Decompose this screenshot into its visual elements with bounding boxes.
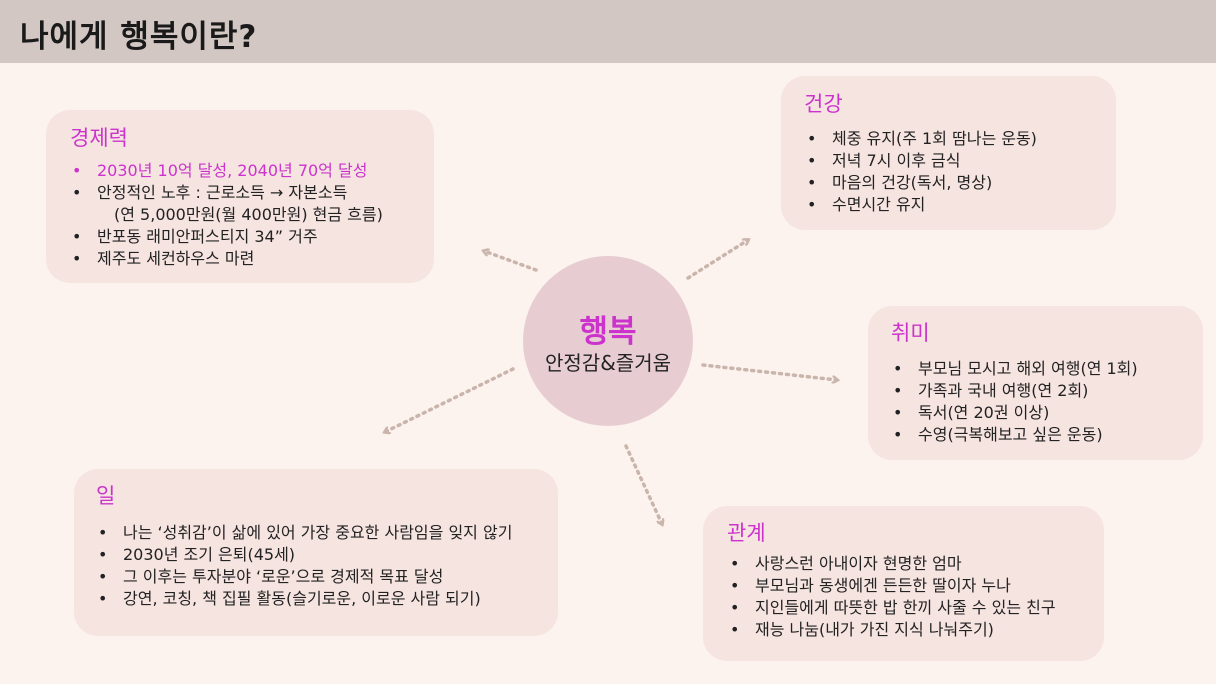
card-list-relation: 사랑스런 아내이자 현명한 엄마 부모님과 동생에겐 든든한 딸이자 누나 지인… [728, 553, 1098, 641]
card-relation: 관계 사랑스런 아내이자 현명한 엄마 부모님과 동생에겐 든든한 딸이자 누나… [703, 506, 1104, 661]
card-economy: 경제력 2030년 10억 달성, 2040년 70억 달성 안정적인 노후 :… [46, 110, 434, 283]
center-subtitle: 안정감&즐거움 [545, 351, 671, 375]
list-item: 수영(극복해보고 싶은 운동) [891, 424, 1201, 446]
center-title: 행복 [579, 314, 637, 350]
card-hobby: 취미 부모님 모시고 해외 여행(연 1회) 가족과 국내 여행(연 2회) 독… [868, 306, 1203, 460]
list-item: 독서(연 20권 이상) [891, 402, 1201, 424]
arrow-to-economy [484, 251, 538, 272]
list-item: 부모님 모시고 해외 여행(연 1회) [891, 358, 1201, 380]
list-item: 수면시간 유지 [805, 194, 1110, 216]
list-item: 강연, 코칭, 책 집필 활동(슬기로운, 이로운 사람 되기) [96, 588, 551, 610]
list-item: 안정적인 노후 : 근로소득 → 자본소득 [70, 182, 430, 204]
list-item: 2030년 10억 달성, 2040년 70억 달성 [70, 160, 430, 182]
arrow-to-relation [624, 444, 662, 524]
arrow-to-hobby [701, 363, 837, 380]
list-item: 반포동 래미안퍼스티지 34” 거주 [70, 226, 430, 248]
card-health: 건강 체중 유지(주 1회 땀나는 운동) 저녁 7시 이후 금식 마음의 건강… [781, 76, 1116, 230]
list-item: 재능 나눔(내가 가진 지식 나눠주기) [728, 619, 1098, 641]
card-title-relation: 관계 [727, 521, 766, 545]
page-title: 나에게 행복이란? [20, 19, 258, 55]
card-list-economy: 2030년 10억 달성, 2040년 70억 달성 안정적인 노후 : 근로소… [70, 160, 430, 270]
list-item: (연 5,000만원(월 400만원) 현금 흐름) [114, 205, 383, 224]
list-item: 그 이후는 투자분야 ‘로운’으로 경제적 목표 달성 [96, 566, 551, 588]
card-title-work: 일 [96, 484, 116, 508]
list-item: 나는 ‘성취감’이 삶에 있어 가장 중요한 사람임을 잊지 않기 [96, 522, 551, 544]
list-item: 사랑스런 아내이자 현명한 엄마 [728, 553, 1098, 575]
list-item: 2030년 조기 은퇴(45세) [96, 544, 551, 566]
title-bar: 나에게 행복이란? [0, 0, 1216, 63]
list-item: 제주도 세컨하우스 마련 [70, 248, 430, 270]
card-list-work: 나는 ‘성취감’이 삶에 있어 가장 중요한 사람임을 잊지 않기 2030년 … [96, 522, 551, 610]
list-item: 저녁 7시 이후 금식 [805, 150, 1110, 172]
list-item: 지인들에게 따뜻한 밥 한끼 사줄 수 있는 친구 [728, 597, 1098, 619]
card-title-hobby: 취미 [891, 321, 930, 345]
list-item: 마음의 건강(독서, 명상) [805, 172, 1110, 194]
card-title-health: 건강 [804, 92, 843, 116]
list-item: 부모님과 동생에겐 든든한 딸이자 누나 [728, 575, 1098, 597]
center-circle: 행복 안정감&즐거움 [523, 256, 693, 426]
arrow-to-work [385, 367, 515, 432]
card-work: 일 나는 ‘성취감’이 삶에 있어 가장 중요한 사람임을 잊지 않기 2030… [74, 469, 558, 636]
card-list-hobby: 부모님 모시고 해외 여행(연 1회) 가족과 국내 여행(연 2회) 독서(연… [891, 358, 1201, 446]
list-item: 체중 유지(주 1회 땀나는 운동) [805, 128, 1110, 150]
list-item: 가족과 국내 여행(연 2회) [891, 380, 1201, 402]
card-title-economy: 경제력 [70, 126, 128, 150]
card-list-health: 체중 유지(주 1회 땀나는 운동) 저녁 7시 이후 금식 마음의 건강(독서… [805, 128, 1110, 216]
arrow-to-health [686, 240, 748, 280]
